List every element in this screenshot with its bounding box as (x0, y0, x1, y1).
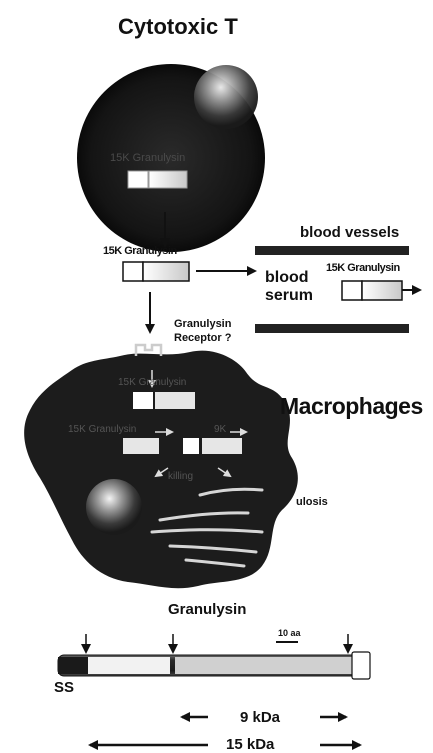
serum-granulysin-box (342, 281, 420, 300)
protein-mature-segment (88, 657, 170, 674)
macrophage-nucleus (86, 479, 142, 535)
macro-inner-top-label: 15K Granulysin (118, 377, 186, 388)
cytotoxic-t-title: Cytotoxic T (118, 14, 238, 40)
macro-granulysin-box-top (133, 392, 195, 409)
granulysin-title: Granulysin (168, 601, 246, 618)
serum-bar (255, 324, 409, 333)
secreted-granulysin-label: 15K Granulysin (103, 245, 177, 257)
receptor-label-2: Receptor ? (174, 332, 231, 344)
blood-vessel-bar (255, 246, 409, 255)
blood-vessels-label: blood vessels (300, 224, 399, 241)
macro-inner-right-label: 9K (214, 424, 226, 435)
macro-inner-left-label: 15K Granulysin (68, 424, 136, 435)
t-cell-granulysin-box (128, 171, 187, 188)
receptor-label-1: Granulysin (174, 318, 231, 330)
protein-ss-segment (58, 657, 88, 674)
scale-bar-label: 10 aa (278, 628, 301, 638)
macro-inner-bottom-label: killing (168, 471, 193, 482)
protein-cterm-segment (175, 657, 358, 674)
kda15-label: 15 kDa (226, 736, 274, 753)
t-cell-faint-label: 15K Granulysin (110, 152, 185, 164)
blood-serum-label-1: blood (265, 269, 309, 287)
secreted-granulysin-box (123, 262, 189, 281)
blood-serum-label-2: serum (265, 287, 313, 305)
protein-end-cap (352, 652, 370, 679)
macro-box-left (123, 438, 159, 454)
macrophages-label: Macrophages (280, 393, 423, 420)
macro-granulysin-box-right (183, 438, 242, 454)
tuberculosis-label: ulosis (296, 496, 328, 508)
t-cell-nucleus-highlight (194, 65, 258, 129)
serum-granulysin-label: 15K Granulysin (326, 262, 400, 274)
ss-label: SS (54, 679, 74, 696)
kda9-label: 9 kDa (240, 709, 280, 726)
